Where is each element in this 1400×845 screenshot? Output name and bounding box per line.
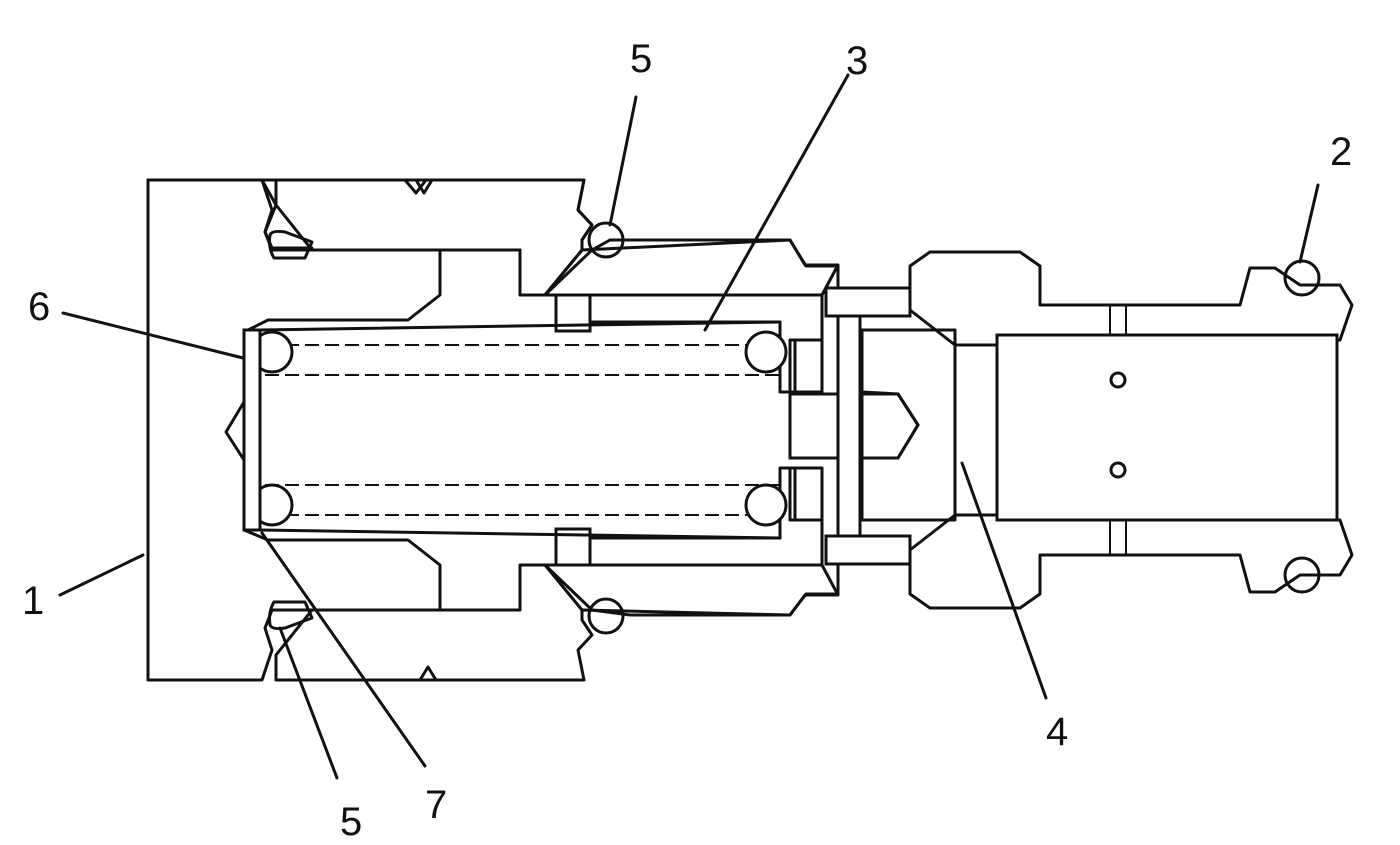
seal-bottom-left	[268, 600, 314, 631]
valve-body-right	[824, 250, 1354, 610]
retainer-plate	[242, 328, 262, 532]
callout-7: 7	[425, 783, 447, 827]
callout-6: 6	[28, 285, 50, 329]
housing-lower	[274, 563, 594, 682]
o-ring-2-top	[1283, 259, 1321, 297]
housing-upper	[146, 178, 594, 682]
seal-top-left	[268, 229, 314, 260]
callout-5-top: 5	[630, 37, 652, 81]
callout-5-bottom: 5	[340, 800, 362, 844]
callout-4: 4	[1046, 710, 1068, 754]
callout-2: 2	[1330, 130, 1352, 174]
callout-1: 1	[22, 579, 44, 623]
spring-coil-3	[744, 330, 788, 374]
o-ring-5-top	[587, 221, 625, 259]
callout-3: 3	[846, 39, 868, 83]
o-ring-2-bottom	[1283, 556, 1321, 594]
o-ring-5-bottom	[587, 597, 625, 635]
spring-coil-4	[744, 483, 788, 527]
leader-lines	[58, 73, 1320, 780]
